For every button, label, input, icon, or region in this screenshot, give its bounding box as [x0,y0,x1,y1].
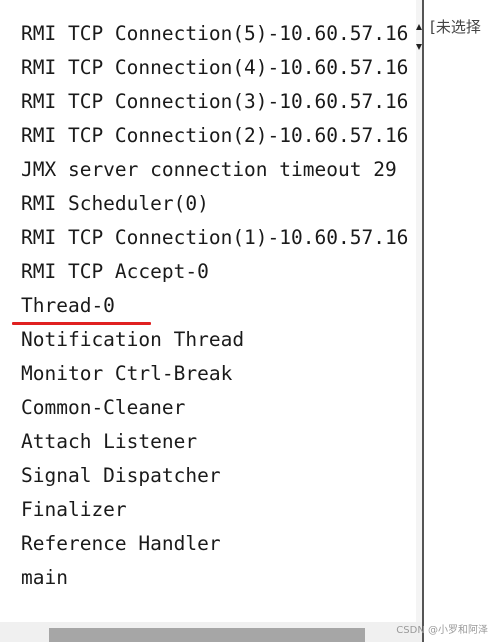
watermark: CSDN @小罗和阿泽 [396,625,488,636]
thread-item[interactable]: RMI Scheduler(0) [21,192,209,215]
thread-item[interactable]: Common-Cleaner [21,396,186,419]
thread-item[interactable]: Monitor Ctrl-Break [21,362,233,385]
thread-item[interactable]: JMX server connection timeout 29 [21,158,397,181]
highlight-underline [12,322,151,325]
thread-list[interactable]: RMI TCP Connection(5)-10.60.57.16 RMI TC… [0,0,416,622]
thread-item[interactable]: RMI TCP Connection(2)-10.60.57.16 [21,124,409,147]
thread-item[interactable]: RMI TCP Accept-0 [21,260,209,283]
thread-item[interactable]: RMI TCP Connection(4)-10.60.57.16 [21,56,409,79]
thread-item[interactable]: Attach Listener [21,430,198,453]
horizontal-scrollbar[interactable] [0,622,422,642]
detail-pane: [未选择 [424,0,492,642]
thread-item-highlighted[interactable]: Thread-0 [21,294,115,317]
thread-item[interactable]: Finalizer [21,498,127,521]
thread-item[interactable]: Signal Dispatcher [21,464,221,487]
thread-item[interactable]: RMI TCP Connection(1)-10.60.57.16 [21,226,409,249]
scroll-down-arrow-icon[interactable] [416,44,422,50]
vertical-scrollbar[interactable] [416,0,422,622]
thread-item[interactable]: main [21,566,68,589]
horizontal-scrollbar-thumb[interactable] [49,628,365,642]
thread-item[interactable]: Notification Thread [21,328,245,351]
scroll-up-arrow-icon[interactable] [416,24,422,30]
thread-item[interactable]: RMI TCP Connection(5)-10.60.57.16 [21,22,409,45]
pane-splitter[interactable] [422,0,424,642]
detail-pane-label: [未选择 [430,18,481,36]
thread-item[interactable]: Reference Handler [21,532,221,555]
thread-item[interactable]: RMI TCP Connection(3)-10.60.57.16 [21,90,409,113]
